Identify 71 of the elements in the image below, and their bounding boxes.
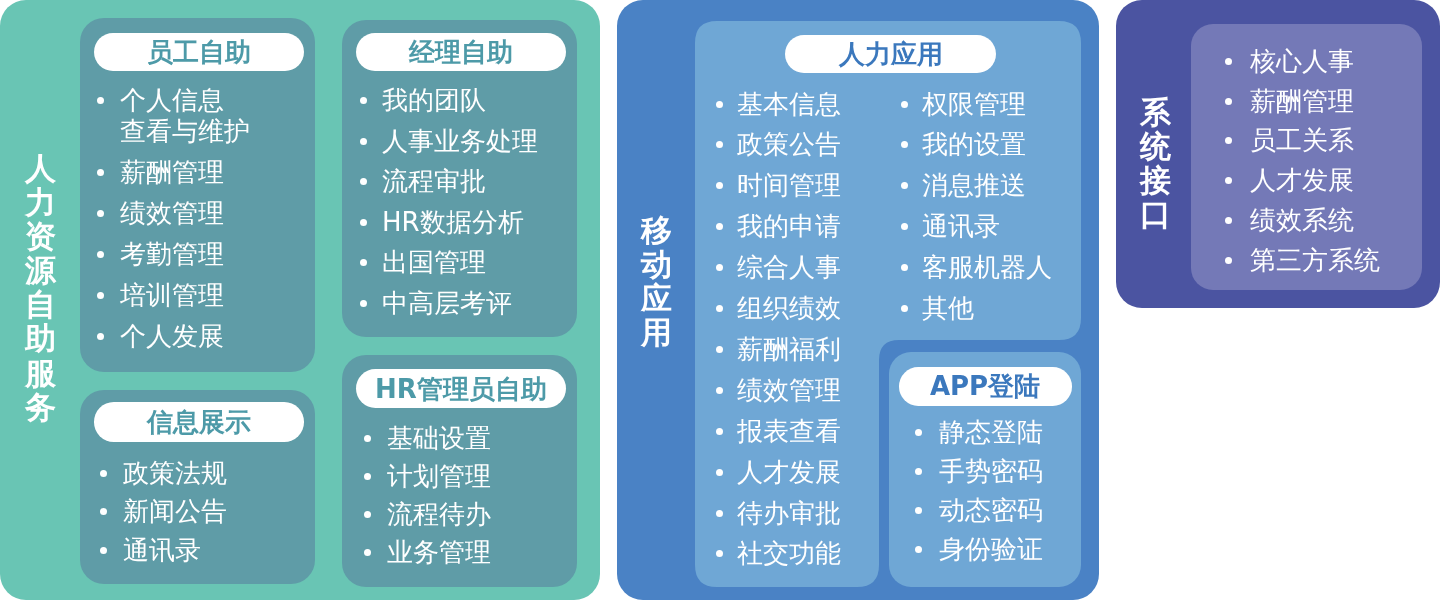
list-item: 基础设置	[386, 422, 491, 454]
title-pill	[356, 369, 566, 408]
list-item: 培训管理	[120, 279, 224, 311]
list-item: 新闻公告	[123, 496, 227, 527]
list-item: 通讯录	[123, 534, 201, 566]
panel-title: 系统接口	[1139, 95, 1171, 232]
list-item: 业务管理	[386, 536, 491, 568]
section-title: 人力应用	[838, 38, 943, 69]
list-item: 绩效管理	[120, 197, 224, 229]
title-pill	[785, 34, 996, 73]
list-item: 社交功能	[737, 538, 841, 570]
category-panel	[617, 0, 1099, 600]
list-item: 绩效系统	[1250, 204, 1354, 236]
group-card	[80, 390, 315, 584]
list-item: 员工关系	[1250, 125, 1354, 157]
section-title: 信息展示	[146, 406, 251, 437]
list-item: 流程审批	[382, 166, 486, 198]
list-item: 我的设置	[922, 129, 1026, 161]
list-item: 我的申请	[737, 211, 841, 243]
list-item: 薪酬福利	[737, 333, 841, 365]
list-item: 政策公告	[737, 129, 841, 161]
title-pill	[898, 367, 1072, 406]
list-item: 综合人事	[737, 252, 841, 284]
list-item: 通讯录	[922, 211, 1000, 243]
list-item: 消息推送	[922, 170, 1026, 202]
list-item: 人才发展	[1250, 165, 1354, 197]
list-item: 出国管理	[382, 247, 486, 279]
title-pill	[93, 32, 304, 71]
group-card	[1191, 24, 1422, 290]
category-panel	[1116, 0, 1440, 308]
group-card	[342, 354, 577, 587]
list-item: HR数据分析	[382, 206, 524, 238]
list-item: 静态登陆	[939, 417, 1043, 448]
list-item: 组织绩效	[737, 293, 841, 324]
list-item: 政策法规	[123, 457, 227, 489]
list-item: 薪酬管理	[120, 156, 224, 188]
title-pill	[356, 32, 566, 71]
section-title: 经理自助	[409, 36, 513, 67]
title-pill	[93, 402, 304, 442]
list-item: 薪酬管理	[1250, 85, 1354, 117]
group-card	[889, 352, 1081, 587]
list-item: 绩效管理	[737, 374, 841, 406]
list-item: 权限管理	[922, 88, 1026, 120]
group-card	[342, 20, 577, 337]
list-item: 手势密码	[939, 456, 1043, 488]
list-item: 待办审批	[737, 497, 841, 529]
list-item: 基本信息	[737, 88, 841, 120]
list-item: 动态密码	[939, 495, 1043, 527]
list-item: 第三方系统	[1250, 244, 1380, 276]
list-item: 身份验证	[939, 534, 1043, 566]
category-panel	[0, 0, 600, 600]
panel-title: 人力资源自助服务	[25, 151, 56, 424]
list-item: 报表查看	[737, 415, 841, 447]
list-item: 中高层考评	[382, 288, 512, 319]
list-item: 人才发展	[737, 456, 841, 488]
list-item: 核心人事	[1250, 46, 1354, 77]
list-item: 流程待办	[386, 498, 491, 530]
list-item: 时间管理	[737, 170, 841, 202]
list-item: 人事业务处理	[382, 125, 538, 157]
group-card	[80, 18, 315, 372]
section-title: HR管理员自助	[375, 373, 547, 404]
panel-title: 移动应用	[640, 213, 672, 350]
list-item: 考勤管理	[120, 238, 224, 270]
list-item: 其他	[922, 293, 974, 324]
list-item: 计划管理	[386, 460, 491, 492]
list-item: 个人信息查看与维护	[120, 84, 250, 147]
list-item: 我的团队	[382, 85, 486, 116]
list-item: 客服机器人	[922, 252, 1052, 284]
list-item: 个人发展	[120, 320, 224, 352]
section-title: 员工自助	[146, 36, 251, 67]
section-title: APP登陆	[929, 371, 1041, 402]
